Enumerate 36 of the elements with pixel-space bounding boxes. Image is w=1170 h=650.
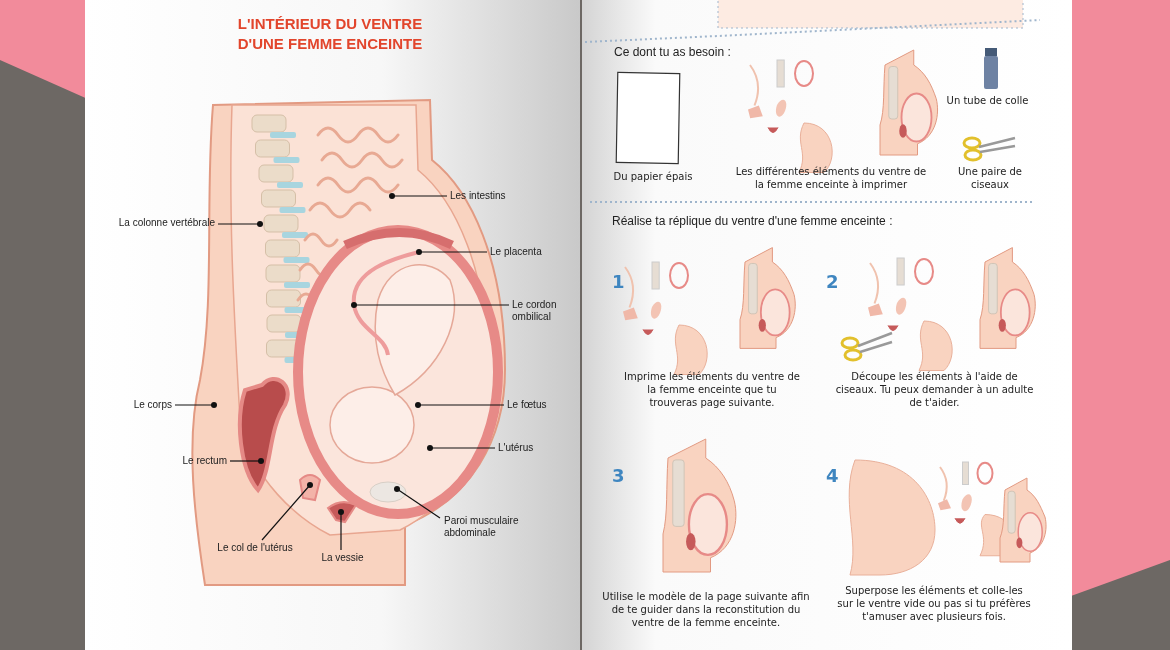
part-label: Le col de l'utérus (210, 542, 300, 554)
part-label: L'utérus (498, 442, 543, 454)
part-label: Le fœtus (507, 399, 557, 411)
part-label: Les intestins (450, 190, 520, 202)
part-label: La vessie (320, 552, 365, 564)
step-number: 3 (612, 465, 626, 486)
leader-line (389, 193, 448, 199)
leader-line (416, 249, 488, 255)
part-label: Paroi musculaire abdominale (444, 515, 536, 539)
item-caption: Du papier épais (612, 170, 694, 183)
item-caption: Une paire de ciseaux (957, 165, 1023, 191)
step-number: 1 (612, 271, 626, 292)
step-instruction: Découpe les éléments à l'aide de ciseaux. Tu peux demander à un adulte de t'aider. (834, 370, 1035, 409)
leader-line (427, 445, 496, 451)
part-label: Le cordon ombilical (512, 299, 564, 323)
step-number: 2 (826, 271, 840, 292)
part-label: Le corps (130, 399, 172, 411)
item-caption: Un tube de colle (945, 94, 1030, 107)
part-label: La colonne vertébrale (110, 217, 215, 229)
leader-line (174, 402, 217, 408)
part-label: Le placenta (490, 246, 550, 258)
section-heading: Ce dont tu as besoin : (614, 46, 732, 58)
leader-line (394, 486, 441, 519)
step-instruction: Utilise le modèle de la page suivante afin de te guider dans la reconstitution du ventre de la femme enceinte. (601, 590, 811, 629)
leader-line (351, 302, 510, 308)
step-instruction: Imprime les éléments du ventre de la femme enceinte que tu trouveras page suivante. (623, 370, 801, 409)
leader-line (338, 509, 344, 551)
step-number: 4 (826, 465, 840, 486)
leader-line (415, 402, 505, 408)
part-label: Le rectum (180, 455, 227, 467)
leader-line (217, 221, 263, 227)
section-heading: Réalise ta réplique du ventre d'une femme enceinte : (612, 215, 894, 227)
item-caption: Les différentes éléments du ventre de la femme enceinte à imprimer (735, 165, 927, 191)
step-instruction: Superpose les éléments et colle-les sur le ventre vide ou pas si tu préfères t'amuser avec plusieurs fois. (836, 584, 1032, 623)
leader-line (261, 482, 313, 541)
page-title: L'INTÉRIEUR DU VENTRE D'UNE FEMME ENCEINTE (236, 14, 424, 54)
